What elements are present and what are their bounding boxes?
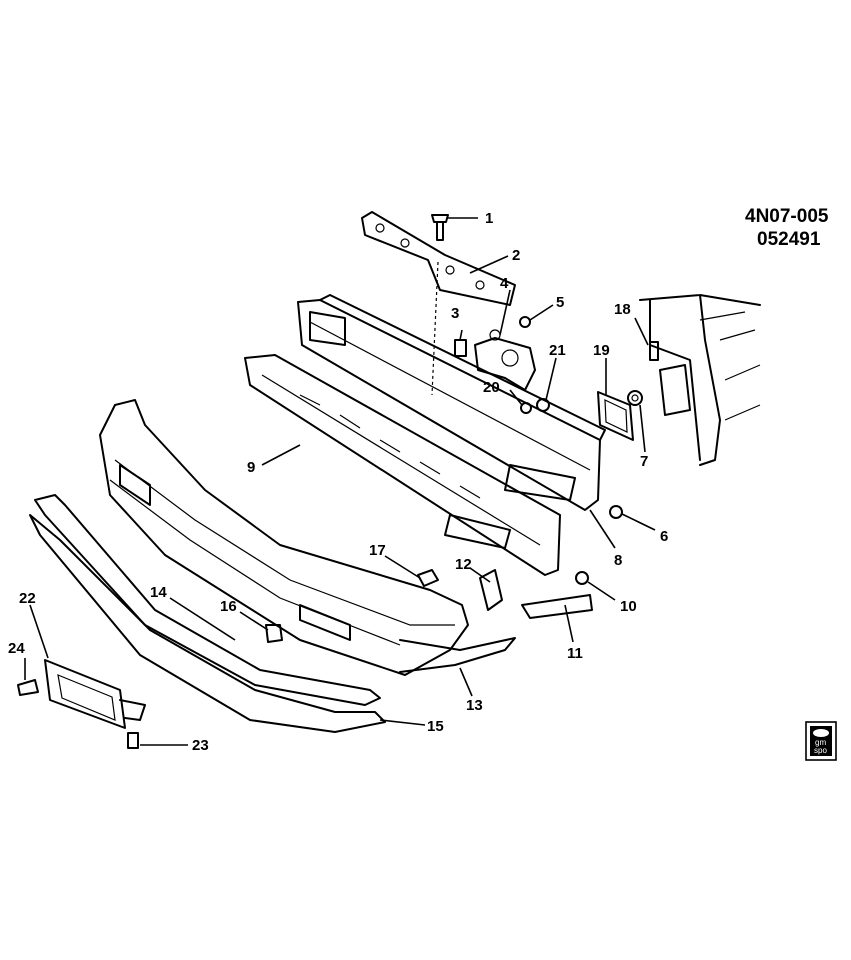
callout-11: 11 bbox=[567, 645, 583, 662]
leader-lines bbox=[24, 217, 656, 746]
molding-strip bbox=[34, 494, 381, 706]
diagram-date: 052491 bbox=[757, 229, 821, 250]
bracket-plate bbox=[361, 211, 516, 306]
callout-labels: 1 2 3 4 5 6 7 8 9 10 11 12 13 14 15 16 1… bbox=[8, 210, 668, 754]
callout-21: 21 bbox=[549, 342, 566, 359]
bumper-fascia bbox=[99, 399, 516, 676]
callout-24: 24 bbox=[8, 640, 25, 657]
callout-23: 23 bbox=[192, 737, 209, 754]
callout-7: 7 bbox=[640, 453, 648, 470]
callout-1: 1 bbox=[485, 210, 493, 227]
callout-19: 19 bbox=[593, 342, 610, 359]
callout-16: 16 bbox=[220, 598, 237, 615]
logo-text-gm: gm bbox=[815, 738, 826, 747]
callout-14: 14 bbox=[150, 584, 167, 601]
callout-13: 13 bbox=[466, 697, 483, 714]
callout-2: 2 bbox=[512, 247, 520, 264]
callout-17: 17 bbox=[369, 542, 386, 559]
callout-4: 4 bbox=[500, 275, 509, 292]
license-plate-bracket bbox=[44, 659, 146, 729]
callout-15: 15 bbox=[427, 718, 444, 735]
callout-22: 22 bbox=[19, 590, 36, 607]
gm-spo-logo: gm spo bbox=[805, 721, 837, 761]
callout-8: 8 bbox=[614, 552, 622, 569]
lower-spoiler bbox=[29, 514, 386, 733]
callout-3: 3 bbox=[451, 305, 459, 322]
callout-9: 9 bbox=[247, 459, 255, 476]
impact-bar bbox=[297, 294, 606, 511]
logo-text-spo: spo bbox=[814, 746, 827, 755]
callout-6: 6 bbox=[660, 528, 668, 545]
energy-absorber bbox=[244, 354, 561, 576]
callout-12: 12 bbox=[455, 556, 472, 573]
callout-20: 20 bbox=[483, 379, 500, 396]
callout-10: 10 bbox=[620, 598, 637, 615]
vehicle-body-section bbox=[639, 294, 761, 466]
push-pin-fastener bbox=[431, 214, 449, 241]
callout-18: 18 bbox=[614, 301, 631, 318]
callout-5: 5 bbox=[556, 294, 564, 311]
clip-fasteners bbox=[17, 569, 593, 749]
small-fasteners bbox=[454, 316, 659, 585]
diagram-code: 4N07-005 bbox=[745, 206, 829, 227]
side-bracket bbox=[597, 391, 634, 441]
